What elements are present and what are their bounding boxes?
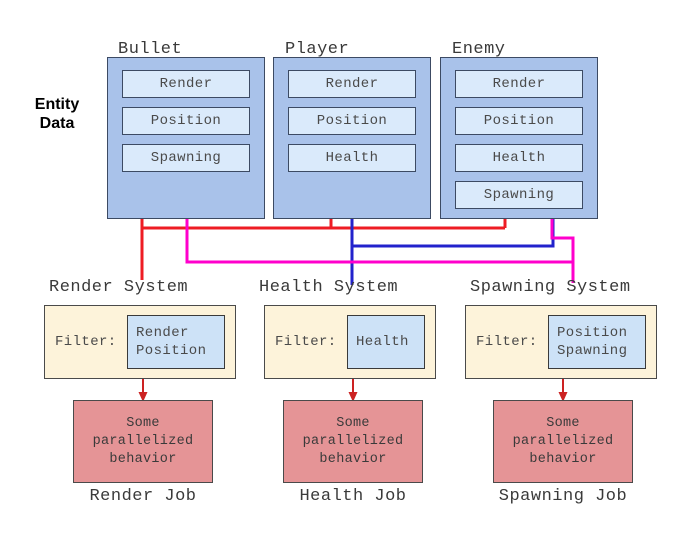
entity-box-player[interactable]: Render Position Health xyxy=(273,57,431,219)
component-player-health[interactable]: Health xyxy=(288,144,416,172)
component-enemy-spawning[interactable]: Spawning xyxy=(455,181,583,209)
filter-label-render: Filter: xyxy=(55,334,117,350)
job-render-line1: Some xyxy=(126,415,160,431)
wire-health-system xyxy=(350,219,555,285)
job-box-spawning[interactable]: Some parallelized behavior xyxy=(493,400,633,483)
job-spawning-line1: Some xyxy=(546,415,580,431)
job-render-line3: behavior xyxy=(109,451,177,467)
entity-box-enemy[interactable]: Render Position Health Spawning xyxy=(440,57,598,219)
arrow-health-system-to-job xyxy=(348,379,358,402)
system-box-health[interactable]: Filter: Health xyxy=(264,305,436,379)
job-render-line2: parallelized xyxy=(92,433,194,449)
filter-label-spawning: Filter: xyxy=(476,334,538,350)
component-enemy-position[interactable]: Position xyxy=(455,107,583,135)
job-title-health: Health Job xyxy=(299,487,407,506)
system-title-render: Render System xyxy=(49,278,189,297)
component-bullet-spawning[interactable]: Spawning xyxy=(122,144,250,172)
filter-box-spawning[interactable]: Position Spawning xyxy=(548,315,646,369)
system-title-health: Health System xyxy=(259,278,399,297)
job-spawning-line2: parallelized xyxy=(512,433,614,449)
wire-spawning-system xyxy=(185,219,575,283)
entity-title-enemy: Enemy xyxy=(452,40,506,59)
filter-item-render-position: Position xyxy=(136,343,207,359)
system-box-render[interactable]: Filter: Render Position xyxy=(44,305,236,379)
filter-box-render[interactable]: Render Position xyxy=(127,315,225,369)
component-player-position[interactable]: Position xyxy=(288,107,416,135)
job-box-health[interactable]: Some parallelized behavior xyxy=(283,400,423,483)
component-enemy-render[interactable]: Render xyxy=(455,70,583,98)
filter-item-spawning-position: Position xyxy=(557,325,628,341)
system-box-spawning[interactable]: Filter: Position Spawning xyxy=(465,305,657,379)
job-spawning-line3: behavior xyxy=(529,451,597,467)
entity-data-label-line1: Entity xyxy=(34,96,80,113)
entity-data-label: Entity Data xyxy=(14,95,100,133)
arrow-render-system-to-job xyxy=(138,379,148,402)
component-bullet-render[interactable]: Render xyxy=(122,70,250,98)
system-title-spawning: Spawning System xyxy=(470,278,631,297)
entity-title-bullet: Bullet xyxy=(118,40,183,59)
filter-label-health: Filter: xyxy=(275,334,337,350)
entity-data-label-line2: Data xyxy=(39,115,75,132)
component-player-render[interactable]: Render xyxy=(288,70,416,98)
filter-item-spawning-spawning: Spawning xyxy=(557,343,628,359)
job-health-line1: Some xyxy=(336,415,370,431)
component-enemy-health[interactable]: Health xyxy=(455,144,583,172)
arrow-spawning-system-to-job xyxy=(558,379,568,402)
filter-item-health-health: Health xyxy=(356,334,409,350)
job-health-line2: parallelized xyxy=(302,433,404,449)
entity-title-player: Player xyxy=(285,40,350,59)
job-health-line3: behavior xyxy=(319,451,387,467)
component-bullet-position[interactable]: Position xyxy=(122,107,250,135)
job-title-render: Render Job xyxy=(89,487,197,506)
job-title-spawning: Spawning Job xyxy=(498,487,628,506)
wire-render-system xyxy=(140,219,507,280)
filter-box-health[interactable]: Health xyxy=(347,315,425,369)
entity-box-bullet[interactable]: Render Position Spawning xyxy=(107,57,265,219)
job-box-render[interactable]: Some parallelized behavior xyxy=(73,400,213,483)
filter-item-render-render: Render xyxy=(136,325,189,341)
